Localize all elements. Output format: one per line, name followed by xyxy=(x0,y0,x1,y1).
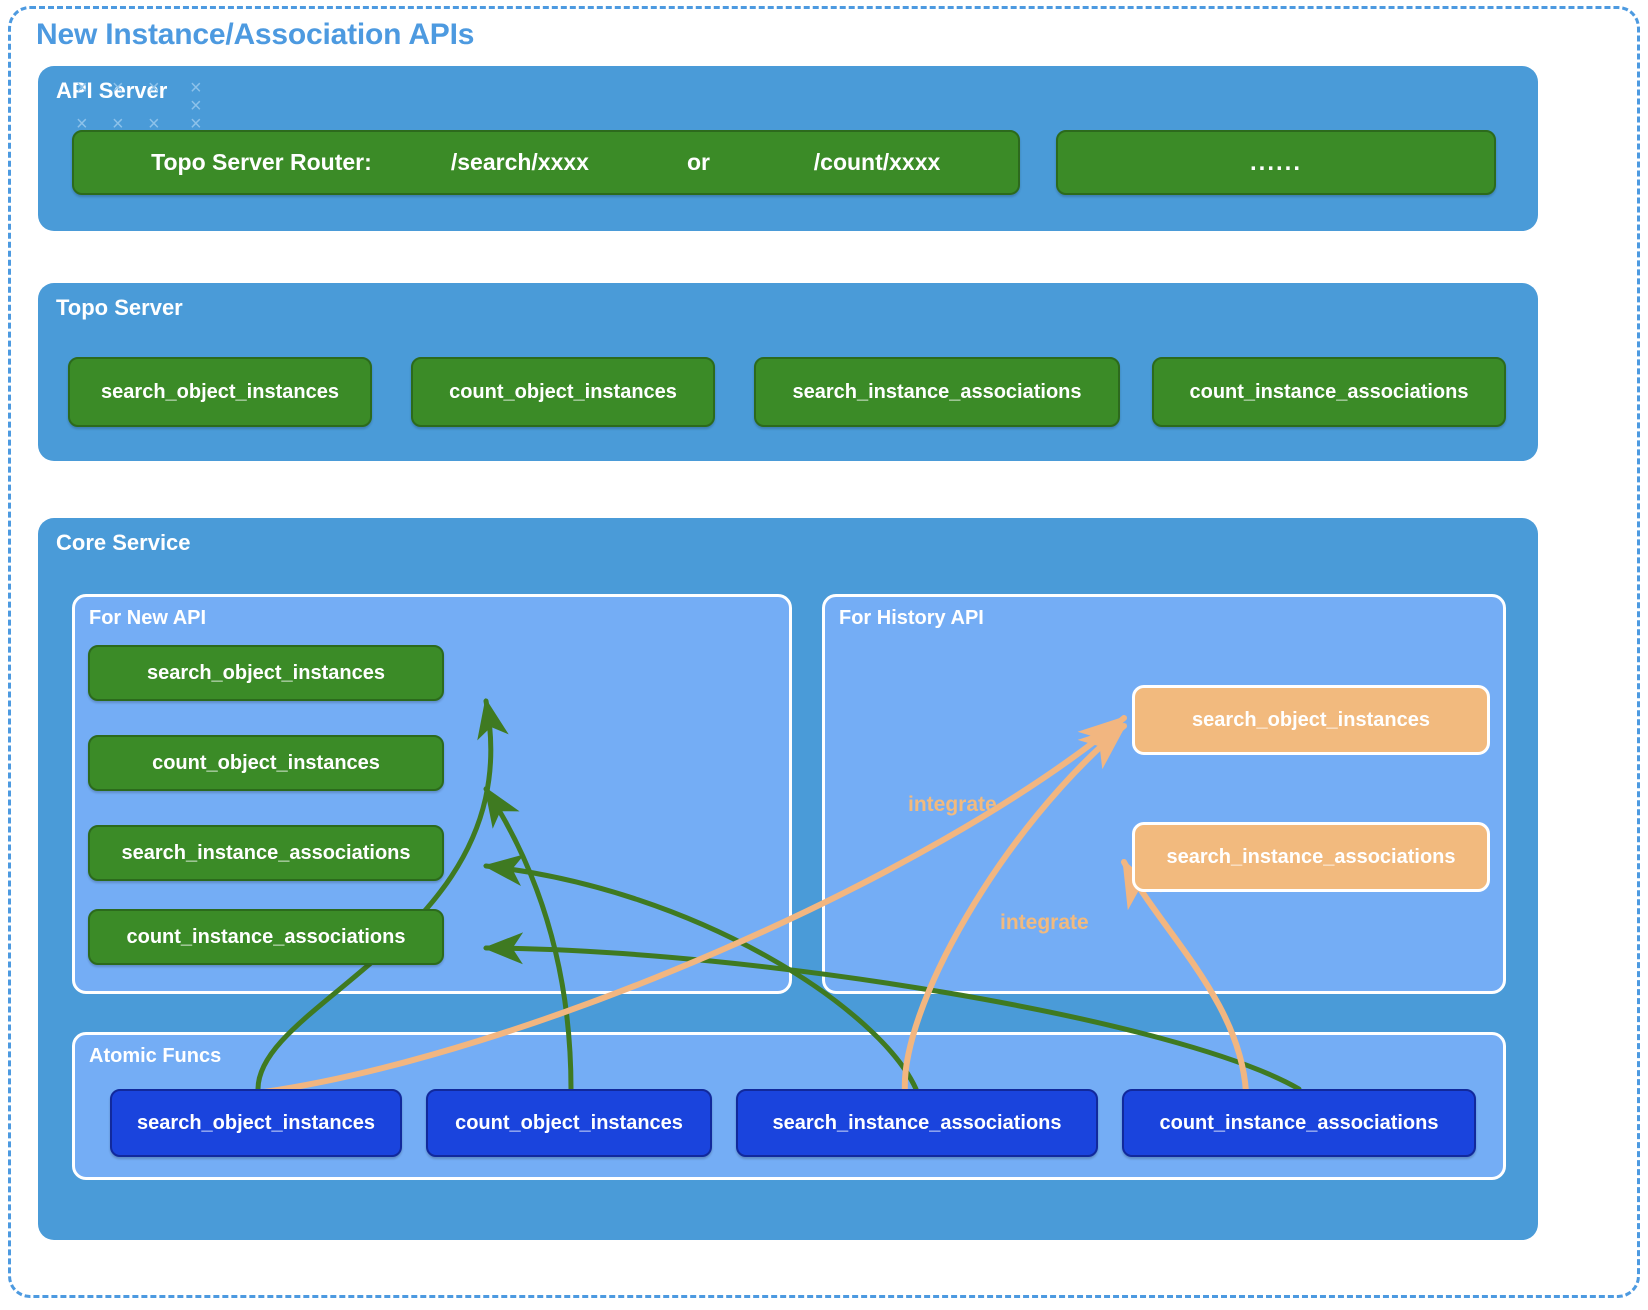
router-title: Topo Server Router: xyxy=(151,149,372,175)
topo-chip-count-instance-associations[interactable]: count_instance_associations xyxy=(1152,357,1506,427)
edge-label-integrate-1: integrate xyxy=(908,793,997,816)
core-service-label: Core Service xyxy=(56,530,191,555)
history-api-chip-search-object-instances[interactable]: search_object_instances xyxy=(1132,685,1490,755)
history-api-chip-search-instance-associations[interactable]: search_instance_associations xyxy=(1132,822,1490,892)
atomic-chip-search-object-instances[interactable]: search_object_instances xyxy=(110,1089,402,1157)
topo-chip-search-object-instances[interactable]: search_object_instances xyxy=(68,357,372,427)
atomic-chip-search-instance-associations[interactable]: search_instance_associations xyxy=(736,1089,1098,1157)
selection-frame xyxy=(8,6,1640,1298)
for-history-api-label: For History API xyxy=(839,607,984,629)
new-api-chip-search-object-instances[interactable]: search_object_instances xyxy=(88,645,444,701)
router-conjunction: or xyxy=(686,149,710,175)
atomic-chip-count-object-instances[interactable]: count_object_instances xyxy=(426,1089,712,1157)
new-api-chip-search-instance-associations[interactable]: search_instance_associations xyxy=(88,825,444,881)
api-server-more-chip[interactable]: ...... xyxy=(1056,130,1496,195)
for-new-api-label: For New API xyxy=(89,607,207,629)
topo-chip-count-object-instances[interactable]: count_object_instances xyxy=(411,357,715,427)
api-server-label: API Server xyxy=(56,78,168,103)
topo-server-label: Topo Server xyxy=(56,295,183,320)
page-title: New Instance/Association APIs xyxy=(36,18,475,51)
topo-chip-search-instance-associations[interactable]: search_instance_associations xyxy=(754,357,1120,427)
new-api-chip-count-instance-associations[interactable]: count_instance_associations xyxy=(88,909,444,965)
edge-label-integrate-2: integrate xyxy=(1000,911,1089,934)
router-route-search: /search/xxxx xyxy=(450,149,589,175)
atomic-funcs-label: Atomic Funcs xyxy=(89,1045,222,1067)
router-route-count: /count/xxxx xyxy=(813,149,941,175)
atomic-chip-count-instance-associations[interactable]: count_instance_associations xyxy=(1122,1089,1476,1157)
topo-server-router-chip[interactable]: Topo Server Router: /search/xxxx or /cou… xyxy=(72,130,1020,195)
new-api-chip-count-object-instances[interactable]: count_object_instances xyxy=(88,735,444,791)
